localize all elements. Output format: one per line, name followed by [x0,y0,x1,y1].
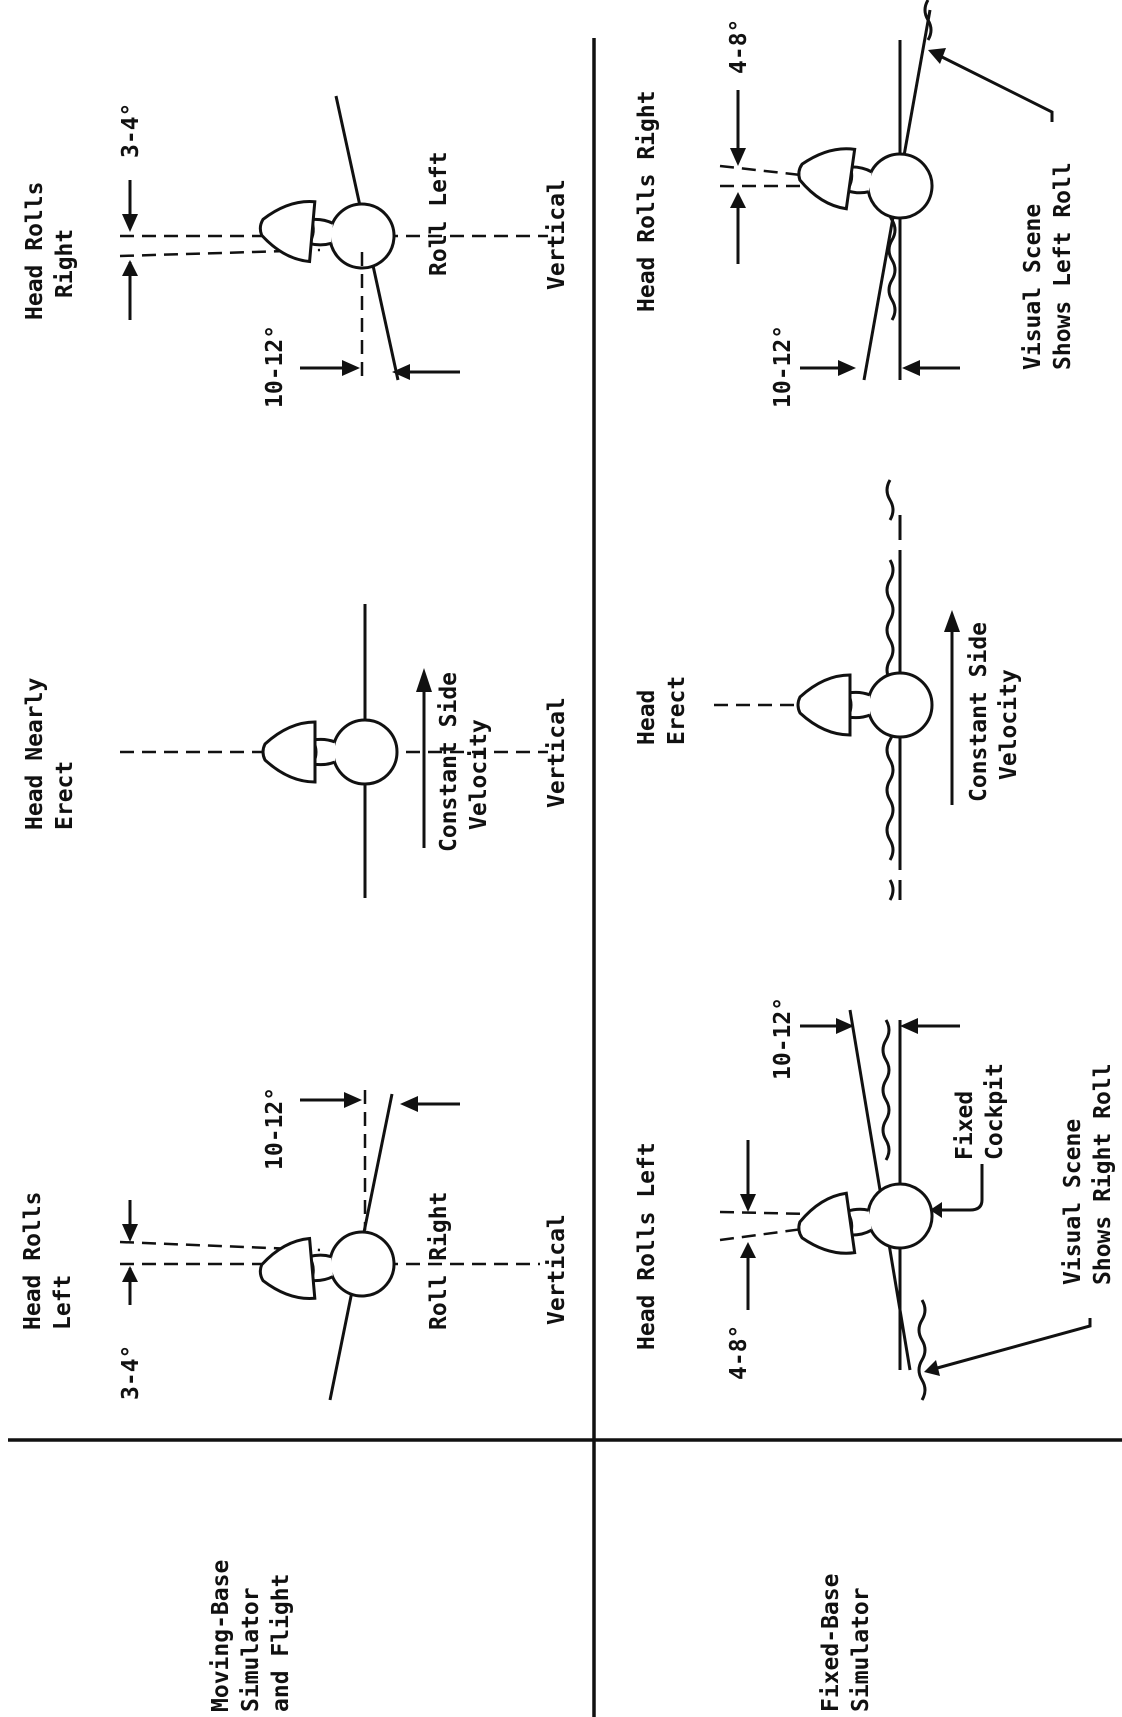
row-label-moving-base: Moving-Base Simulator and Flight [208,1546,294,1712]
moving-right-roll-angle: 10-12° [262,325,288,408]
fixed-right-scene-label: Visual Scene Shows Left Roll [1020,162,1076,370]
fixed-right-panel: Head Rolls Right 4-8° 10-12° Visual Scen… [634,0,1076,408]
moving-left-head-label: Head Rolls Left [20,1178,76,1330]
moving-right-head-angle: 3-4° [118,103,144,158]
moving-center-velocity-label: Constant Side Velocity [436,658,492,852]
moving-right-vertical-label: Vertical [544,179,570,290]
fixed-left-roll-angle: 10-12° [770,997,796,1080]
moving-center-panel: Head Nearly Erect Constant Side Velocity… [22,604,570,898]
moving-left-panel: Head Rolls Left 3-4° 10-12° Roll Right V… [20,1087,570,1401]
moving-left-vertical-label: Vertical [544,1214,570,1325]
fixed-center-panel: Head Erect Constant Side Velocity [634,479,1022,901]
fixed-left-panel: Head Rolls Left 4-8° 10-12° Fixed Cockpi… [634,997,1116,1401]
moving-center-vertical-label: Vertical [544,697,570,808]
moving-left-roll-label: Roll Right [426,1192,452,1330]
moving-right-roll-label: Roll Left [426,151,452,276]
moving-right-panel: Head Rolls Right 3-4° 10-12° Roll Left V… [22,95,570,408]
fixed-right-roll-angle: 10-12° [770,325,796,408]
fixed-left-cockpit-label: Fixed Cockpit [952,1063,1008,1160]
fixed-center-head-label: Head Erect [634,676,690,745]
fixed-right-head-label: Head Rolls Right [634,90,660,312]
fixed-center-velocity-label: Constant Side Velocity [966,608,1022,802]
row-label-fixed-base: Fixed-Base Simulator [818,1560,874,1712]
moving-right-head-label: Head Rolls Right [22,168,78,320]
fixed-right-head-angle: 4-8° [726,19,752,74]
fixed-left-head-angle: 4-8° [726,1325,752,1380]
moving-left-roll-angle: 10-12° [262,1087,288,1170]
moving-left-head-angle: 3-4° [118,1345,144,1400]
fixed-left-head-label: Head Rolls Left [634,1142,660,1350]
moving-center-head-label: Head Nearly Erect [22,664,78,830]
fixed-left-scene-label: Visual Scene Shows Right Roll [1060,1063,1116,1285]
